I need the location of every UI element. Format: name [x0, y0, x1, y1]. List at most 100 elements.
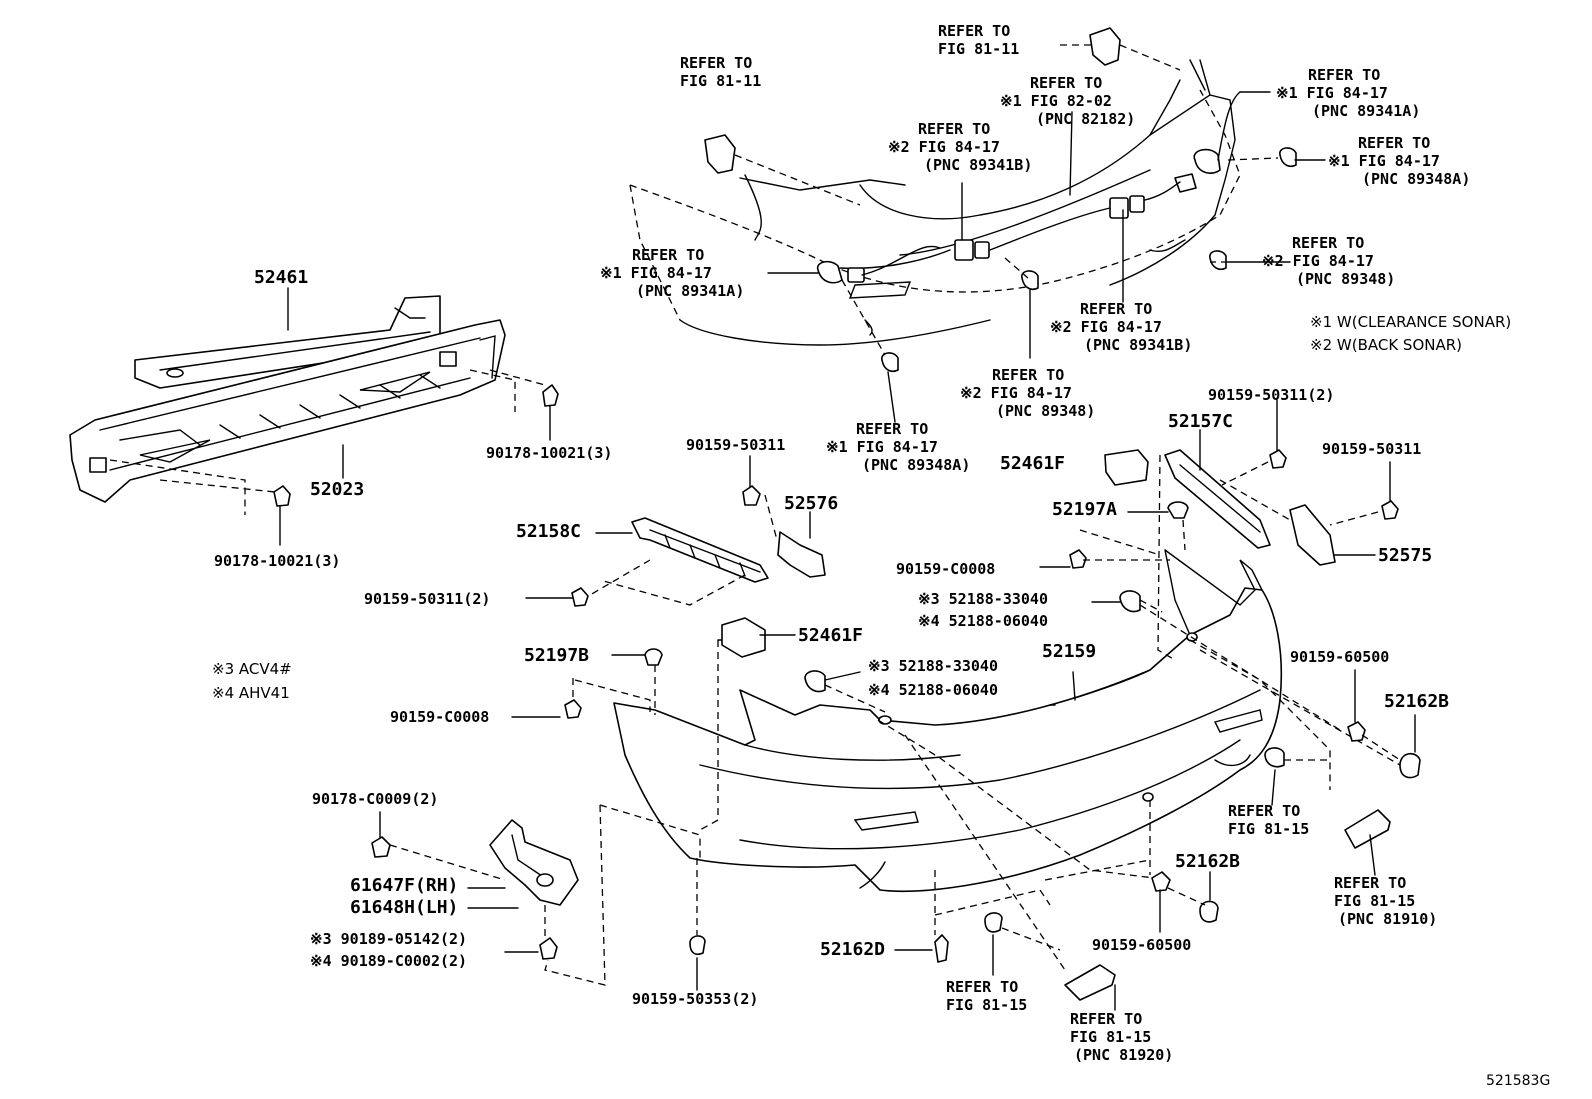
- ref-line: REFER TO: [1358, 134, 1431, 152]
- ref-line: REFER TO: [1308, 66, 1381, 84]
- ref-line: (PNC 81910): [1338, 910, 1438, 928]
- ref-line: (PNC 82182): [1036, 110, 1136, 128]
- ref-81-15-81920: REFER TO FIG 81-15 (PNC 81920): [1070, 1010, 1173, 1064]
- part-52162b-bottom: 52162B: [1175, 851, 1241, 872]
- note-4: ※4 AHV41: [212, 684, 290, 702]
- main-cover-leaders: [511, 449, 1401, 986]
- part-52158c: 52158C: [516, 521, 582, 542]
- part-90159-c0008-left: 90159-C0008: [390, 708, 490, 726]
- ref-line: ※1 FIG 84-17: [1276, 84, 1388, 102]
- ref-line: REFER TO: [856, 420, 929, 438]
- part-52461: 52461: [254, 267, 309, 288]
- note-1: ※1 W(CLEARANCE SONAR): [1310, 313, 1512, 331]
- ref-line: (PNC 89348A): [1362, 170, 1471, 188]
- ref-line: ※1 FIG 84-17: [1328, 152, 1440, 170]
- ref-81-15-right: REFER TO FIG 81-15: [1228, 802, 1309, 838]
- ref-line: REFER TO: [1070, 1010, 1143, 1028]
- ref-line: ※2 FIG 84-17: [1262, 252, 1374, 270]
- part-52575: 52575: [1378, 545, 1433, 566]
- ref-line: FIG 81-15: [1334, 892, 1416, 910]
- retainer-52157c: [1164, 449, 1271, 549]
- ref-line: REFER TO: [992, 366, 1065, 384]
- part-52162d: 52162D: [820, 939, 886, 960]
- part-52197a: 52197A: [1052, 499, 1118, 520]
- ref-line: REFER TO: [918, 120, 991, 138]
- part-90159-50353: 90159-50353(2): [632, 990, 759, 1008]
- note-2: ※2 W(BACK SONAR): [1310, 336, 1463, 354]
- retainer-52576: [777, 531, 826, 578]
- part-90159-60500-bottom: 90159-60500: [1092, 936, 1192, 954]
- figure-code: 521583G: [1486, 1073, 1551, 1089]
- part-52188-33040-b: ※3 52188-33040: [868, 657, 998, 675]
- ref-line: REFER TO: [1030, 74, 1103, 92]
- part-52162b-right: 52162B: [1384, 691, 1450, 712]
- ref-line: REFER TO: [680, 54, 753, 72]
- part-90189-c0002: ※4 90189-C0002(2): [310, 952, 468, 970]
- ref-84-17-89341a-right: REFER TO ※1 FIG 84-17 (PNC 89341A): [1276, 66, 1420, 120]
- part-52461f-left: 52461F: [798, 625, 864, 646]
- ref-line: REFER TO: [1292, 234, 1365, 252]
- part-90159-50311-2-right: 90159-50311(2): [1208, 386, 1335, 404]
- part-90159-60500-right: 90159-60500: [1290, 648, 1390, 666]
- ref-81-15-81910: REFER TO FIG 81-15 (PNC 81910): [1334, 874, 1437, 928]
- ref-84-17-89341b-top: REFER TO ※2 FIG 84-17 (PNC 89341B): [888, 120, 1032, 174]
- ref-line: REFER TO: [1080, 300, 1153, 318]
- part-90159-50311-right: 90159-50311: [1322, 440, 1422, 458]
- ref-line: REFER TO: [938, 22, 1011, 40]
- reinforcement-leaders: [109, 287, 559, 546]
- ref-82-02: REFER TO ※1 FIG 82-02 (PNC 82182): [1000, 74, 1135, 128]
- right-fasteners: [1264, 669, 1421, 876]
- sonar-parts: [704, 27, 1297, 373]
- part-90159-50311-2-left: 90159-50311(2): [364, 590, 491, 608]
- ref-81-11-left: REFER TO FIG 81-11: [680, 54, 761, 90]
- ref-line: ※1 FIG 84-17: [600, 264, 712, 282]
- ref-line: (PNC 89341A): [636, 282, 745, 300]
- ref-84-17-89348a-right: REFER TO ※1 FIG 84-17 (PNC 89348A): [1328, 134, 1470, 188]
- part-61648h-lh: 61648H(LH): [350, 897, 459, 918]
- part-52023: 52023: [310, 479, 365, 500]
- ref-line: ※2 FIG 84-17: [888, 138, 1000, 156]
- ref-line: FIG 81-15: [946, 996, 1028, 1014]
- note-3: ※3 ACV4#: [212, 660, 292, 678]
- ref-line: FIG 81-15: [1070, 1028, 1152, 1046]
- ref-line: REFER TO: [1334, 874, 1407, 892]
- reinforcement-52023: [69, 319, 506, 503]
- ref-line: (PNC 81920): [1074, 1046, 1174, 1064]
- part-52188-06040-b: ※4 52188-06040: [868, 681, 998, 699]
- ref-line: REFER TO: [946, 978, 1019, 996]
- bottom-fasteners: [689, 800, 1219, 1011]
- ref-line: (PNC 89341B): [924, 156, 1033, 174]
- ref-line: FIG 81-11: [680, 72, 762, 90]
- part-90159-50311-top: 90159-50311: [686, 436, 786, 454]
- ref-line: REFER TO: [632, 246, 705, 264]
- ref-line: ※1 FIG 82-02: [1000, 92, 1112, 110]
- ref-line: (PNC 89348): [996, 402, 1096, 420]
- bracket-leaders: [525, 399, 1399, 607]
- part-90178-10021-top: 90178-10021(3): [486, 444, 613, 462]
- retainer-52575: [1289, 504, 1336, 566]
- part-52197b: 52197B: [524, 645, 590, 666]
- ref-84-17-89341a-left: REFER TO ※1 FIG 84-17 (PNC 89341A): [600, 246, 744, 300]
- ref-line: ※2 FIG 84-17: [1050, 318, 1162, 336]
- part-52576: 52576: [784, 493, 839, 514]
- retainer-52158c: [631, 517, 769, 583]
- main-bumper-cover: [613, 549, 1283, 892]
- ref-81-11-top: REFER TO FIG 81-11: [938, 22, 1019, 58]
- absorber-52461: [134, 295, 441, 389]
- ref-line: (PNC 89341B): [1084, 336, 1193, 354]
- part-52157c: 52157C: [1168, 411, 1234, 432]
- part-52159: 52159: [1042, 641, 1097, 662]
- upper-bumper-cover: [629, 59, 1241, 346]
- part-52188-06040-a: ※4 52188-06040: [918, 612, 1048, 630]
- part-52461f-right: 52461F: [1000, 453, 1066, 474]
- ref-line: FIG 81-15: [1228, 820, 1310, 838]
- part-61647f-rh: 61647F(RH): [350, 875, 459, 896]
- ref-line: FIG 81-11: [938, 40, 1020, 58]
- ref-84-17-89348-right: REFER TO ※2 FIG 84-17 (PNC 89348): [1262, 234, 1395, 288]
- ref-line: (PNC 89341A): [1312, 102, 1421, 120]
- part-90189-05142: ※3 90189-05142(2): [310, 930, 468, 948]
- ref-81-15-bottom: REFER TO FIG 81-15: [946, 978, 1027, 1014]
- ref-line: (PNC 89348): [1296, 270, 1396, 288]
